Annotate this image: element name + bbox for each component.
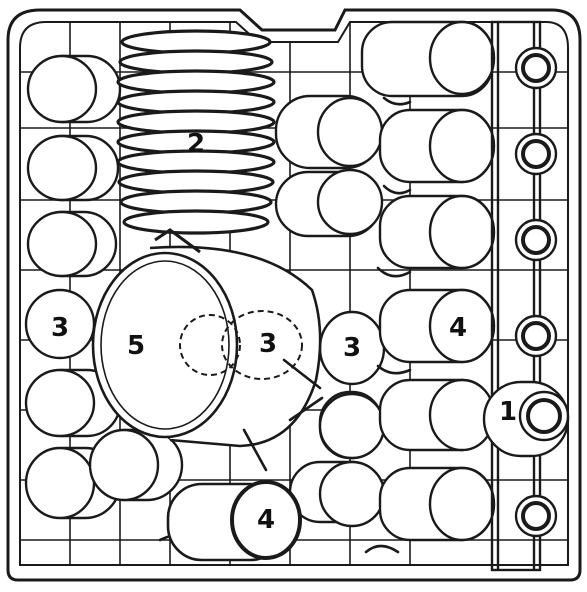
cutlery-rack (482, 20, 570, 572)
callout-number-c5: 5 (127, 331, 145, 361)
pot-lid (166, 480, 302, 562)
large-pot (91, 228, 322, 448)
callout-number-c2: 2 (187, 129, 205, 159)
plate-stack (116, 29, 276, 235)
callout-number-c4b: 4 (257, 505, 275, 535)
callout-number-c1: 1 (499, 397, 517, 427)
right-cups (360, 20, 496, 542)
callout-number-c3c: 3 (343, 333, 361, 363)
rack-tines (158, 96, 412, 554)
callout-labels: 1 2 3 3 3 4 4 5 (51, 129, 517, 535)
left-dish-column (24, 54, 184, 520)
callout-number-c3b: 3 (259, 329, 277, 359)
callout-number-c4a: 4 (449, 313, 467, 343)
callout-number-c3a: 3 (51, 313, 69, 343)
